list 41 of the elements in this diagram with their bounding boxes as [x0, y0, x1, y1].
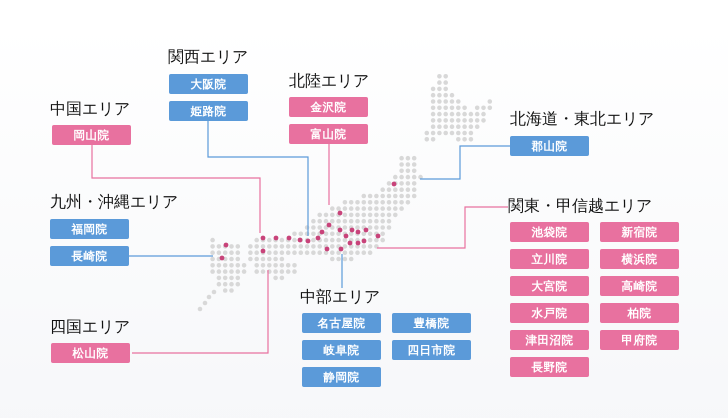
leader-line [207, 121, 309, 236]
clinic-label: 姫路院 [169, 101, 248, 121]
leader-line [328, 144, 330, 205]
clinic-label: 横浜院 [600, 249, 679, 269]
clinic-label: 豊橋院 [392, 313, 471, 333]
clinic-label: 長野院 [510, 357, 589, 377]
leader-line [377, 206, 508, 249]
area-heading: 中部エリア [300, 288, 380, 306]
clinic-label: 四日市院 [392, 340, 471, 360]
clinic-label: 池袋院 [510, 222, 589, 242]
clinic-label: 高崎院 [600, 276, 679, 296]
leader-line [420, 145, 510, 180]
clinic-label: 松山院 [51, 343, 130, 363]
leader-line [91, 145, 261, 233]
clinic-label: 岐阜院 [302, 340, 381, 360]
area-heading: 関東・甲信越エリア [508, 197, 652, 215]
clinic-label: 水戸院 [510, 303, 589, 323]
clinic-label: 柏院 [600, 303, 679, 323]
clinic-label: 名古屋院 [302, 313, 381, 333]
area-heading: 九州・沖縄エリア [50, 193, 178, 211]
area-heading: 中国エリア [50, 100, 130, 118]
clinic-label: 大阪院 [169, 74, 248, 94]
clinic-label: 岡山院 [52, 125, 131, 145]
clinic-label: 大宮院 [510, 276, 589, 296]
clinic-label: 静岡院 [302, 367, 381, 387]
clinic-label: 郡山院 [510, 136, 589, 156]
area-heading: 関西エリア [168, 48, 248, 66]
leader-line [341, 254, 343, 288]
clinic-label: 富山院 [289, 124, 368, 144]
clinic-label: 福岡院 [50, 219, 129, 239]
clinic-label: 新宿院 [600, 222, 679, 242]
leader-line [129, 255, 213, 257]
clinic-label: 長崎院 [50, 246, 129, 266]
leader-line [132, 270, 269, 354]
area-heading: 四国エリア [50, 318, 130, 336]
area-heading: 北海道・東北エリア [510, 110, 654, 128]
clinic-label: 金沢院 [289, 97, 368, 117]
clinic-label: 甲府院 [600, 330, 679, 350]
clinic-label: 津田沼院 [510, 330, 589, 350]
clinic-label: 立川院 [510, 249, 589, 269]
area-heading: 北陸エリア [289, 72, 369, 90]
